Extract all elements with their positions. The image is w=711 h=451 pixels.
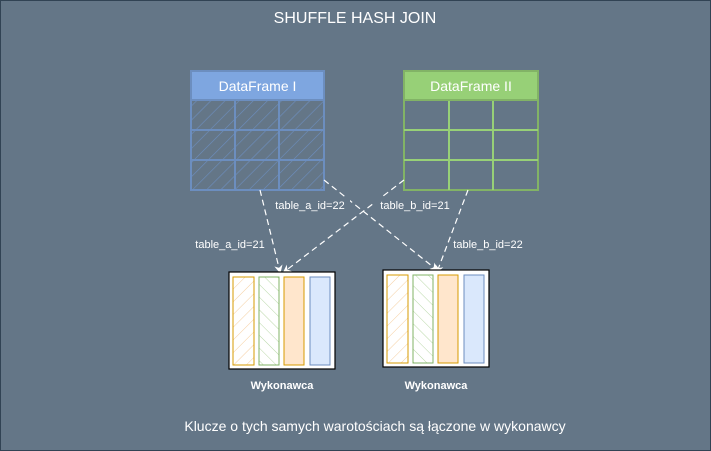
executor-2-column-blue [463, 274, 485, 364]
arrow-df2-to-executor-2 [435, 189, 469, 274]
arrow-df1-to-executor-1 [259, 189, 283, 274]
arrow-df2-to-executor-1 [282, 179, 405, 274]
executor-1-column-orange [283, 276, 305, 366]
executor-2-label: Wykonawca [405, 380, 469, 392]
dataframe-1-header [190, 70, 325, 101]
executor-2: Wykonawca [382, 269, 490, 392]
dataframe-2-title: DataFrame II [430, 78, 512, 94]
executor-2-column-green-hatched [412, 274, 434, 364]
edge-label-b21: table_b_id=21 [380, 200, 449, 212]
executor-1-column-green-hatched [258, 276, 280, 366]
executor-1-label: Wykonawca [251, 380, 315, 392]
executor-1-column-blue [309, 276, 331, 366]
executor-2-column-orange-hatched [386, 274, 409, 364]
dataframe-1-title: DataFrame I [219, 78, 297, 94]
edge-labels: table_a_id=22 table_b_id=21 table_a_id=2… [195, 197, 523, 251]
dataframe-2-header [403, 70, 539, 101]
edge-label-a21: table_a_id=21 [195, 239, 264, 251]
executor-2-column-orange [437, 274, 459, 364]
edge-label-b22: table_b_id=22 [453, 239, 522, 251]
arrows [259, 179, 469, 274]
dataframe-1-body [190, 99, 325, 191]
edge-label-a22: table_a_id=22 [275, 200, 344, 212]
diagram-caption: Klucze o tych samych warotościach są łąc… [184, 418, 565, 434]
executor-1: Wykonawca [228, 271, 336, 392]
arrow-df1-to-executor-2 [323, 179, 439, 272]
executor-1-column-orange-hatched [232, 276, 255, 366]
dataframe-2: DataFrame II [403, 70, 539, 191]
dataframe-1-grid [191, 100, 324, 190]
dataframe-2-grid [404, 100, 538, 190]
diagram-title: SHUFFLE HASH JOIN [274, 10, 437, 27]
dataframe-1: DataFrame I [190, 70, 325, 191]
